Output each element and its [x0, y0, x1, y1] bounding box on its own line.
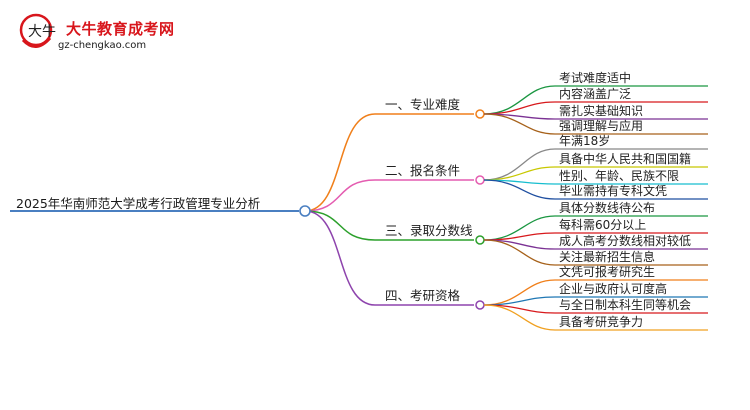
- branch-node-circle: [475, 109, 485, 119]
- logo-mark-icon: 大牛: [19, 13, 56, 48]
- site-logo[interactable]: 大牛 大牛教育成考网 gz-chengkao.com: [14, 10, 214, 60]
- leaf-topic[interactable]: 年满18岁: [559, 134, 611, 148]
- leaf-topic[interactable]: 内容涵盖广泛: [559, 87, 632, 101]
- root-topic[interactable]: 2025年华南师范大学成考行政管理专业分析: [16, 196, 261, 211]
- branch-node-circle: [475, 235, 485, 245]
- branch-connector: [304, 113, 376, 212]
- leaf-topic[interactable]: 企业与政府认可度高: [559, 282, 668, 296]
- branch-node-circle: [475, 300, 485, 310]
- leaf-topic[interactable]: 关注最新招生信息: [559, 250, 656, 264]
- root-node-circle: [299, 205, 311, 217]
- branch-connector: [304, 210, 376, 241]
- leaf-topic[interactable]: 具备考研竞争力: [559, 315, 644, 329]
- leaf-topic[interactable]: 每科需60分以上: [559, 218, 647, 232]
- leaf-connector: [483, 304, 556, 331]
- leaf-connector: [483, 101, 556, 115]
- logo-url: gz-chengkao.com: [58, 40, 147, 51]
- logo-title: 大牛教育成考网: [66, 20, 175, 38]
- leaf-topic[interactable]: 成人高考分数线相对较低: [559, 234, 692, 248]
- branch-topic[interactable]: 二、报名条件: [385, 163, 461, 178]
- leaf-topic[interactable]: 性别、年龄、民族不限: [559, 169, 680, 183]
- leaf-topic[interactable]: 文凭可报考研究生: [559, 265, 656, 279]
- leaf-topic[interactable]: 毕业需持有专科文凭: [559, 184, 668, 198]
- leaf-topic[interactable]: 与全日制本科生同等机会: [559, 298, 692, 312]
- leaf-connector: [483, 148, 556, 181]
- leaf-topic[interactable]: 考试难度适中: [559, 71, 632, 85]
- leaf-connector: [483, 113, 556, 135]
- branch-node-circle: [475, 175, 485, 185]
- branch-topic[interactable]: 三、录取分数线: [385, 223, 473, 238]
- logo-mark-text: 大牛: [28, 24, 56, 40]
- leaf-connector: [483, 85, 556, 115]
- leaf-connector: [483, 179, 556, 200]
- leaf-connector: [483, 239, 556, 266]
- branch-topic[interactable]: 一、专业难度: [385, 97, 461, 112]
- leaf-connector: [483, 166, 556, 181]
- branch-topic[interactable]: 四、考研资格: [385, 288, 461, 303]
- leaf-topic[interactable]: 强调理解与应用: [559, 119, 644, 133]
- branch-connector: [304, 210, 376, 306]
- leaf-topic[interactable]: 具体分数线待公布: [559, 201, 656, 215]
- leaf-topic[interactable]: 需扎实基础知识: [559, 104, 644, 118]
- branch-connector: [304, 179, 376, 212]
- leaf-topic[interactable]: 具备中华人民共和国国籍: [559, 152, 692, 166]
